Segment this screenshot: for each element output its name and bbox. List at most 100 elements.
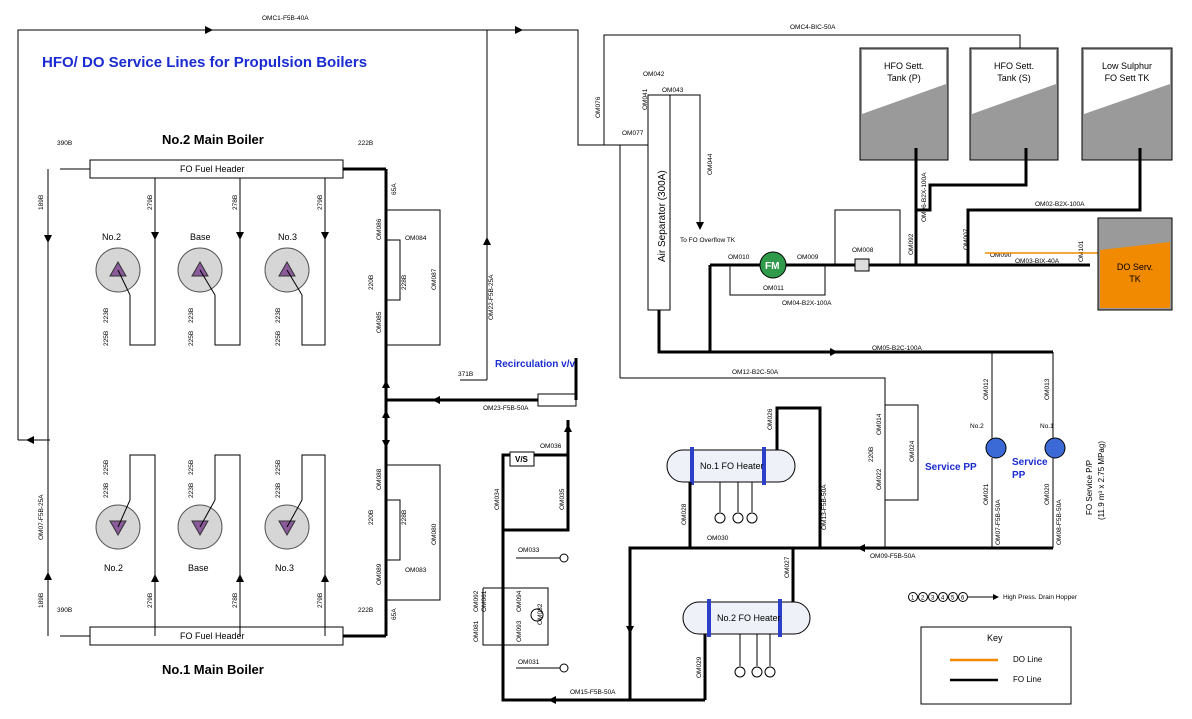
service-pp-b2: PP [1012, 470, 1026, 481]
burner-top-no2-label: No.2 [102, 232, 121, 242]
service-pp-b: Service [1012, 457, 1048, 468]
t225b-bot2: 225B [188, 460, 195, 475]
label-om03: OM03-BIX-40A [1015, 258, 1060, 265]
om014: OM014 [876, 413, 883, 435]
tank-hfo-s-line2: Tank (S) [997, 73, 1031, 83]
drain-number: 4 [941, 596, 945, 602]
heater-no1-label: No.1 FO Heater [700, 461, 764, 471]
key-do-label: DO Line [1013, 655, 1043, 664]
label-om07: OM07-F5B-50A [995, 499, 1002, 545]
drain-number: 5 [951, 596, 955, 602]
t223b-top2: 223B [188, 308, 195, 323]
om022: OM022 [876, 468, 883, 490]
v390b-bottom: 390B [57, 607, 72, 614]
pump-no2 [985, 437, 1007, 459]
om012: OM012 [983, 378, 990, 400]
vs-unit [509, 451, 535, 467]
fo-pp-line2: (11.9 m³ x 2.75 MPag) [1097, 441, 1106, 520]
om029: OM029 [696, 656, 703, 678]
om009: OM009 [797, 254, 819, 261]
label-65a-top: 65A [391, 183, 398, 195]
label-om05: OM05-B2C-100A [872, 345, 923, 352]
line-om05: OM05-B2C-100A [657, 265, 1054, 440]
burner-bottom-no3: No.3 [264, 454, 329, 636]
pump-no2-label: No.2 [970, 423, 984, 430]
tank-outlets: OM02-B2X-100A OM06-B2X-100A [914, 148, 1142, 265]
t278b-bot: 278B [232, 593, 239, 608]
om090: OM090 [990, 252, 1012, 259]
drain-circle [928, 592, 938, 602]
t228b-top: 228B [401, 275, 408, 290]
label-om08: OM08-F5B-50A [1056, 499, 1063, 545]
om044: OM044 [707, 153, 714, 175]
t220b-bot: 220B [368, 510, 375, 525]
om082: OM082 [537, 603, 544, 625]
tank-do: DO Serv. TK [1097, 217, 1173, 311]
burner-top-base-label: Base [190, 232, 211, 242]
drain-number: 1 [911, 596, 915, 602]
label-om13: OM13-F5B-50A [821, 484, 828, 530]
pump-bypass: OM014 OM024 OM022 220B [868, 404, 919, 548]
flowmeter-label: FM [765, 261, 779, 272]
strainer-om008 [854, 258, 870, 272]
v222b-bottom: 222B [358, 607, 373, 614]
key-title: Key [987, 633, 1003, 643]
legend-key: Key DO Line FO Line [920, 626, 1072, 705]
om035: OM035 [559, 488, 566, 510]
t279b-bot1: 279B [147, 593, 154, 608]
label-om-f5b25: OM22-F5B-25A [488, 274, 495, 320]
t279b-top2: 279B [317, 195, 324, 210]
om092-top: OM092 [908, 233, 915, 255]
boiler-no2-title: No.2 Main Boiler [162, 132, 264, 147]
om011: OM011 [763, 285, 784, 292]
recirculation-line: OM23-F5B-50A Recirculation v/v 371B [386, 358, 578, 412]
drain-number: 2 [921, 596, 925, 602]
label-om04: OM04-B2X-100A [782, 300, 832, 307]
tank-lsfo: Low Sulphur FO Sett TK [1081, 47, 1173, 161]
label-om02: OM02-B2X-100A [1035, 201, 1085, 208]
om031: OM031 [518, 659, 540, 666]
vs-label: V/S [515, 455, 529, 464]
t279b-top1: 279B [147, 195, 154, 210]
heater-no2-label: No.2 FO Heater [717, 613, 781, 623]
label-om15: OM15-F5B-50A [570, 689, 616, 696]
t225b-top2: 225B [188, 331, 195, 346]
om085: OM085 [376, 311, 383, 333]
air-separator: Air Separator (300A) OM076 OM077 OM042 O… [595, 71, 886, 410]
om033: OM033 [518, 547, 540, 554]
t223b-bot2: 223B [188, 483, 195, 498]
v371b: 371B [458, 371, 473, 378]
drain-number: 3 [931, 596, 935, 602]
key-fo-label: FO Line [1013, 675, 1042, 684]
line-omc1: OMC1-F5B-40A OM22-F5B-25A [17, 15, 620, 444]
fo-header-top-label: FO Fuel Header [180, 164, 245, 174]
tank-lsfo-line1: Low Sulphur [1102, 61, 1152, 71]
t225b-top1: 225B [103, 331, 110, 346]
v222b-top: 222B [358, 140, 373, 147]
burner-bottom-no2: No.2 [95, 454, 159, 636]
t219b: 220B [868, 447, 875, 462]
om094: OM094 [516, 590, 523, 612]
fo-service-pumps: No.2 No.1 Service PP Service PP FO Servi… [925, 378, 1106, 548]
burner-bottom-no2-label: No.2 [104, 563, 123, 573]
om080: OM080 [431, 523, 438, 545]
flowmeter [759, 251, 787, 279]
fo-header-bottom-label: FO Fuel Header [180, 631, 245, 641]
om042: OM042 [643, 71, 665, 78]
t225b-bot1: 225B [103, 460, 110, 475]
om086: OM086 [376, 218, 383, 240]
om088: OM088 [376, 468, 383, 490]
line-omc4: OMC4-BIC-50A [603, 24, 1021, 145]
burner-bottom-base-label: Base [188, 563, 209, 573]
boiler-no2: No.2 Main Boiler FO Fuel Header 390B 222… [38, 132, 386, 441]
t223b-bot3: 223B [275, 483, 282, 498]
om083: OM083 [405, 567, 427, 574]
om084: OM084 [405, 235, 427, 242]
burner-top-no3: No.3 [264, 178, 329, 346]
recirculation-valve-label: Recirculation v/v [495, 359, 575, 370]
om089: OM089 [376, 563, 383, 585]
main-riser: 65A 65A OM086 OM084 OM087 OM085 220B 228… [368, 169, 441, 636]
t279b-bot2: 279B [317, 593, 324, 608]
